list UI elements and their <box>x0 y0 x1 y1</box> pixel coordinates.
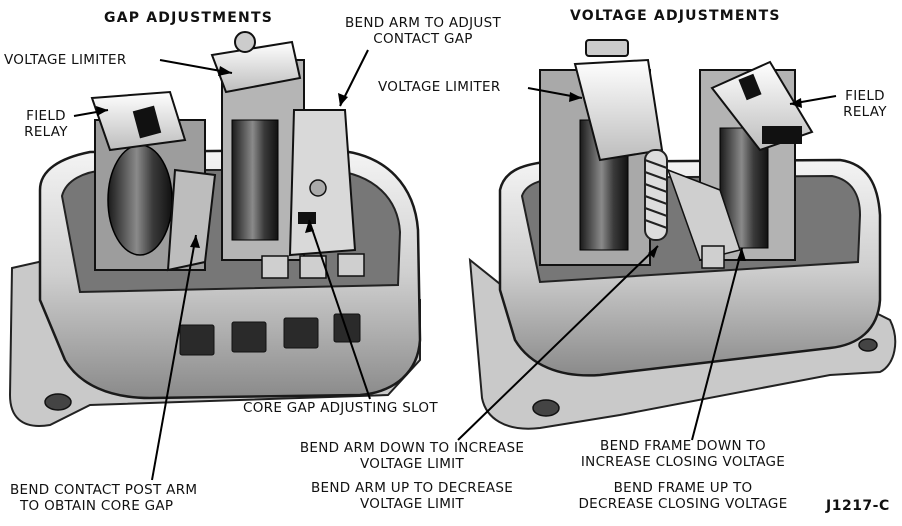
right-adjusting-spring <box>644 149 668 241</box>
label-bend-arm-contact-gap-line1: BEND ARM TO ADJUST <box>344 15 501 31</box>
left-contact-post-arm <box>166 168 217 272</box>
figure-id: J1217-C <box>826 498 890 514</box>
left-voltage-limiter-armature <box>210 40 302 94</box>
label-arm-up-line1: BEND ARM UP TO DECREASE <box>310 480 514 496</box>
label-field-relay-left-line1: FIELD <box>26 108 66 124</box>
label-arm-down: BEND ARM DOWN TO INCREASE VOLTAGE LIMIT <box>286 440 538 472</box>
label-frame-down: BEND FRAME DOWN TO INCREASE CLOSING VOLT… <box>560 438 806 470</box>
left-vent-slots <box>179 313 361 356</box>
left-field-relay-coil <box>107 144 173 256</box>
label-core-gap-slot: CORE GAP ADJUSTING SLOT <box>243 400 438 416</box>
right-top-cap <box>585 39 629 57</box>
right-field-relay-contact-bottom <box>762 126 802 144</box>
leader-arm-adjust <box>457 245 659 441</box>
right-terminal <box>701 245 725 269</box>
label-arm-up-line2: VOLTAGE LIMIT <box>359 496 465 512</box>
left-bracket-screw <box>309 179 327 197</box>
left-adjust-screw-head <box>234 31 256 53</box>
label-bend-contact-post-line2: TO OBTAIN CORE GAP <box>20 498 174 514</box>
label-arm-down-line1: BEND ARM DOWN TO INCREASE <box>299 440 525 456</box>
heading-voltage-adjustments: VOLTAGE ADJUSTMENTS <box>570 8 781 24</box>
leader-bend-contact-post <box>151 234 197 481</box>
left-voltage-limiter-coil <box>231 119 279 241</box>
right-voltage-limiter-armature <box>573 58 664 162</box>
label-field-relay-right-line2: RELAY <box>843 104 887 120</box>
label-arm-up: BEND ARM UP TO DECREASE VOLTAGE LIMIT <box>286 480 538 512</box>
label-arm-down-line2: VOLTAGE LIMIT <box>359 456 465 472</box>
label-frame-up: BEND FRAME UP TO DECREASE CLOSING VOLTAG… <box>560 480 806 512</box>
label-bend-arm-contact-gap-line2: CONTACT GAP <box>373 31 473 47</box>
label-field-relay-right: FIELD RELAY <box>836 88 894 120</box>
label-frame-down-line2: INCREASE CLOSING VOLTAGE <box>580 454 786 470</box>
left-mounting-hole <box>44 393 72 411</box>
label-frame-up-line1: BEND FRAME UP TO <box>613 480 753 496</box>
right-field-relay-contact-top <box>738 73 762 101</box>
label-bend-arm-contact-gap: BEND ARM TO ADJUST CONTACT GAP <box>330 15 516 47</box>
label-field-relay-left-line2: RELAY <box>24 124 68 140</box>
label-frame-up-line2: DECREASE CLOSING VOLTAGE <box>578 496 788 512</box>
right-mounting-hole-right <box>858 338 878 352</box>
right-linkage <box>666 168 741 261</box>
label-field-relay-left: FIELD RELAY <box>18 108 74 140</box>
left-core-gap-slot <box>298 212 316 224</box>
right-regulator <box>468 39 897 430</box>
label-voltage-limiter-right: VOLTAGE LIMITER <box>378 79 501 95</box>
heading-gap-adjustments: GAP ADJUSTMENTS <box>104 10 273 26</box>
label-bend-contact-post-line1: BEND CONTACT POST ARM <box>10 482 198 498</box>
leader-frame-adjust <box>691 247 743 441</box>
leader-arrowheads <box>96 66 802 261</box>
left-field-relay-contact <box>132 105 162 139</box>
label-bend-contact-post: BEND CONTACT POST ARM TO OBTAIN CORE GAP <box>10 482 197 514</box>
label-frame-down-line1: BEND FRAME DOWN TO <box>600 438 766 454</box>
left-terminals <box>261 253 365 279</box>
right-mounting-hole-left <box>532 399 560 417</box>
leader-core-gap-slot <box>308 219 371 400</box>
left-regulator <box>8 31 422 427</box>
label-field-relay-right-line1: FIELD <box>845 88 885 104</box>
label-voltage-limiter-left: VOLTAGE LIMITER <box>4 52 127 68</box>
